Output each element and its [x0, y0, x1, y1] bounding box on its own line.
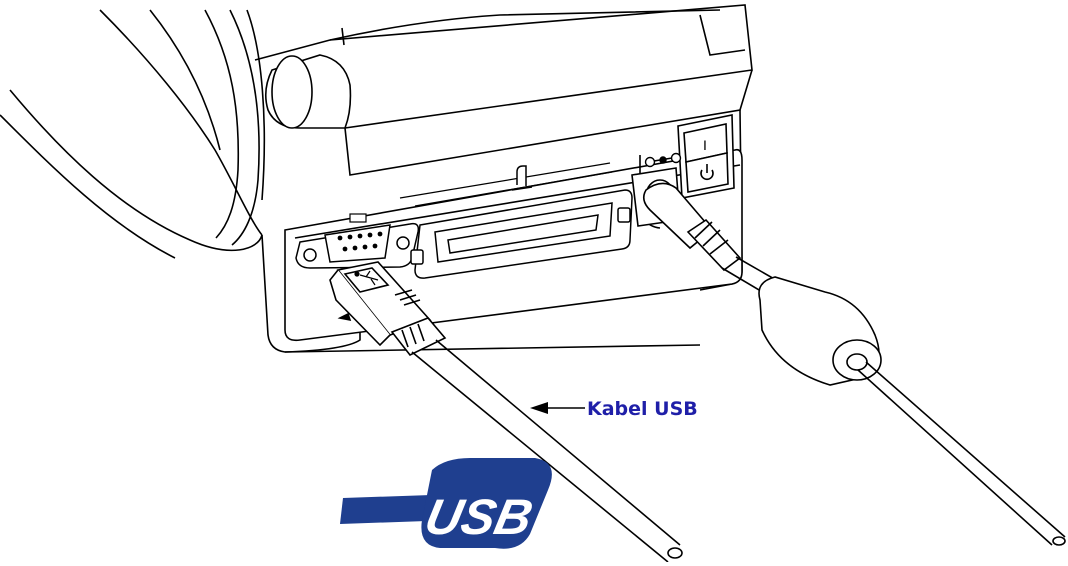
usb-cable: [411, 339, 683, 563]
usb-trident-icon: [354, 270, 379, 286]
power-cable: [642, 182, 1066, 546]
callout-arrowhead-icon: [530, 402, 548, 414]
usb-cable-callout: Kabel USB: [530, 398, 698, 420]
logo-tm-text: TM: [502, 550, 512, 557]
dc-power-symbol-icon: [644, 152, 682, 168]
callout-label: Kabel USB: [587, 398, 698, 420]
logo-certified-text: CERTIFIED: [256, 503, 322, 517]
power-switch[interactable]: I: [677, 114, 735, 199]
media-roll: [0, 9, 266, 259]
power-icon: [700, 164, 714, 181]
switch-on-label: I: [703, 137, 707, 153]
certified-usb-logo: CERTIFIED USB TM: [256, 458, 552, 557]
serial-port: [295, 213, 420, 269]
serial-pins: [337, 231, 383, 252]
parallel-port: [410, 165, 633, 279]
logo-usb-text: USB: [420, 489, 538, 545]
usb-connector: [329, 261, 447, 357]
